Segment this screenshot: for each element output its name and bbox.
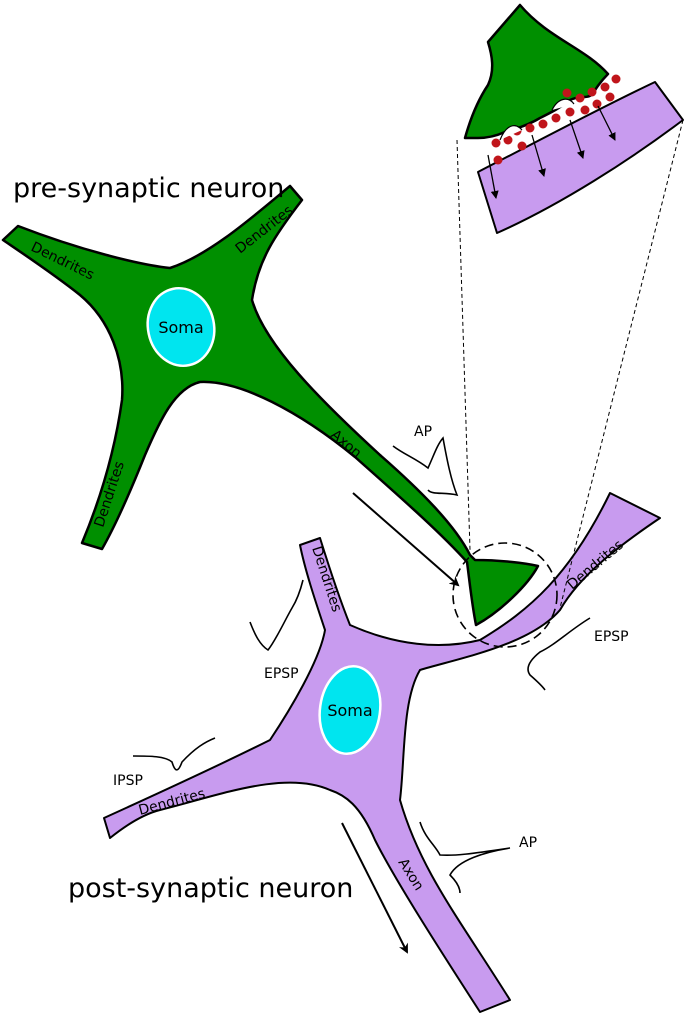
post-ap-label: AP: [519, 835, 537, 851]
pre-neuron-body: [1, 184, 540, 627]
direction-arrows: [341, 492, 460, 954]
post-ipsp-label: IPSP: [113, 773, 143, 789]
transmitter-arrows: [487, 105, 616, 199]
pre-axon-arrow: [352, 492, 460, 587]
pre-soma: [146, 286, 216, 368]
post-ipsp-trace: [132, 737, 216, 771]
post-axon-arrow: [341, 822, 408, 954]
pre-soma-label: Soma: [158, 318, 203, 337]
pre-synaptic-neuron: Soma Dendrites Dendrites Dendrites Axon: [1, 184, 540, 627]
signals: [132, 436, 591, 894]
zoom-line-left: [456, 139, 471, 551]
synapse-zoom: [452, 3, 684, 648]
post-ap-trace: [419, 821, 511, 894]
vesicles: [491, 74, 621, 165]
zoom-pre-terminal: [463, 3, 610, 140]
pre-ap-label: AP: [414, 424, 432, 440]
post-soma-label: Soma: [327, 701, 372, 720]
synapse-circle: [452, 542, 558, 648]
post-epsp-left-label: EPSP: [264, 666, 299, 682]
post-epsp-right-trace: [527, 617, 591, 691]
pre-synaptic-title: pre-synaptic neuron: [13, 173, 284, 204]
post-epsp-left-trace: [249, 579, 304, 652]
post-epsp-right-label: EPSP: [594, 629, 629, 645]
pre-ap-trace: [392, 436, 459, 497]
post-neuron-body: [103, 492, 661, 1013]
post-synaptic-title: post-synaptic neuron: [68, 873, 353, 904]
post-soma: [318, 664, 382, 756]
post-synaptic-neuron: Soma Dendrites Dendrites Dendrites Axon: [103, 492, 661, 1013]
